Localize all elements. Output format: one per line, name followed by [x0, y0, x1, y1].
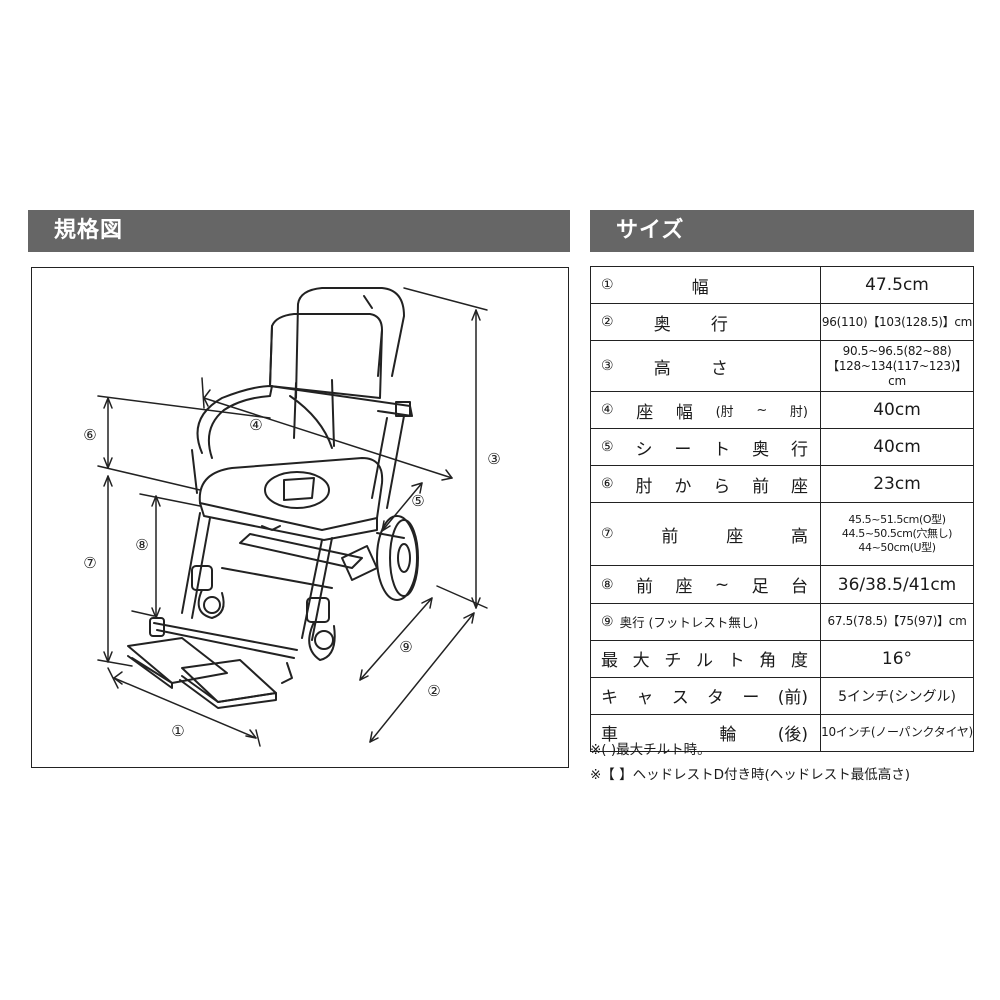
marker-3: ③	[487, 450, 500, 468]
spec-label-text: 幅	[691, 277, 709, 298]
spec-row-seat-height: ⑦ 前 座 高 45.5~51.5cm(O型) 44.5~50.5cm(穴無し)…	[590, 502, 974, 567]
marker-4: ④	[249, 416, 262, 434]
spec-label: 最 大 チ ル ト 角 度	[590, 639, 821, 678]
marker-6: ⑥	[83, 426, 96, 444]
marker-9: ⑨	[399, 638, 412, 656]
spec-label: ⑥ 肘 か ら 前 座	[590, 465, 821, 504]
spec-row-width: ① 幅 47.5cm	[590, 265, 974, 305]
spec-row-caster: キ ャ ス タ ー (前) 5インチ(シングル)	[590, 676, 974, 715]
spec-label: ③ 高 さ	[590, 340, 821, 393]
spec-number: ⑨	[601, 613, 614, 630]
spec-value: 40cm	[820, 391, 974, 430]
backrest	[269, 287, 405, 449]
spec-row-seat-width: ④ 座 幅 (肘 ~ 肘) 40cm	[590, 391, 974, 430]
marker-5: ⑤	[411, 492, 424, 510]
rear-wheel	[376, 515, 419, 601]
spec-number: ⑥	[601, 476, 614, 493]
spec-value: 10インチ(ノーパンクタイヤ)	[820, 713, 974, 752]
spec-number: ⑤	[601, 439, 614, 456]
dimension-markers: ① ② ③ ④ ⑤ ⑥ ⑦ ⑧ ⑨	[83, 416, 500, 740]
spec-label: キ ャ ス タ ー (前)	[590, 676, 821, 715]
footnote-tilt: ※( )最大チルト時。	[590, 742, 711, 758]
diagram-section-title: 規格図	[54, 218, 124, 243]
spec-label: ② 奥 行	[590, 303, 821, 342]
spec-value: 67.5(78.5)【75(97)】cm	[820, 602, 974, 641]
spec-value: 5インチ(シングル)	[820, 676, 974, 715]
spec-label: ⑤ シ ー ト 奥 行	[590, 428, 821, 467]
spec-row-depth-no-footrest: ⑨ 奥行 (フットレスト無し) 67.5(78.5)【75(97)】cm	[590, 602, 974, 641]
spec-label: 車 輪 (後)	[590, 713, 821, 752]
front-frame	[181, 512, 378, 661]
spec-value: 40cm	[820, 428, 974, 467]
spec-label: ④ 座 幅 (肘 ~ 肘)	[590, 391, 821, 430]
spec-row-arm-to-seat: ⑥ 肘 か ら 前 座 23cm	[590, 465, 974, 504]
spec-number: ②	[601, 314, 614, 331]
footnote-headrest: ※【 】ヘッドレストD付き時(ヘッドレスト最低高さ)	[590, 767, 911, 783]
spec-number: ①	[601, 277, 614, 294]
seat	[198, 457, 384, 541]
spec-label: ⑧ 前 座 ~ 足 台	[590, 565, 821, 604]
size-section-title: サイズ	[616, 218, 685, 243]
armrests	[191, 385, 413, 509]
specification-diagram: ① ② ③ ④ ⑤ ⑥ ⑦ ⑧ ⑨	[31, 267, 569, 768]
spec-row-height: ③ 高 さ 90.5~96.5(82~88) 【128~134(117~123)…	[590, 340, 974, 393]
spec-row-max-tilt: 最 大 チ ル ト 角 度 16°	[590, 639, 974, 678]
spec-value: 47.5cm	[820, 265, 974, 305]
dimension-lines	[97, 287, 488, 747]
spec-row-depth: ② 奥 行 96(110)【103(128.5)】cm	[590, 303, 974, 342]
spec-row-seat-depth: ⑤ シ ー ト 奥 行 40cm	[590, 428, 974, 467]
spec-label: ⑦ 前 座 高	[590, 502, 821, 567]
spec-value: 90.5~96.5(82~88) 【128~134(117~123)】cm	[820, 340, 974, 393]
diagram-section-header: 規格図	[28, 210, 570, 252]
marker-7: ⑦	[83, 554, 96, 572]
spec-value: 16°	[820, 639, 974, 678]
spec-number: ⑧	[601, 576, 614, 593]
spec-value: 96(110)【103(128.5)】cm	[820, 303, 974, 342]
spec-value: 36/38.5/41cm	[820, 565, 974, 604]
spec-label: ① 幅	[590, 265, 821, 305]
spec-label: ⑨ 奥行 (フットレスト無し)	[590, 602, 821, 641]
footrest	[127, 617, 298, 709]
spec-number: ④	[601, 402, 614, 419]
size-table: ① 幅 47.5cm ② 奥 行 96(110)【103(128.5)】cm	[590, 265, 974, 752]
spec-value: 23cm	[820, 465, 974, 504]
marker-8: ⑧	[135, 536, 148, 554]
marker-2: ②	[427, 682, 440, 700]
spec-number: ③	[601, 358, 614, 375]
size-section-header: サイズ	[590, 210, 974, 252]
spec-row-seat-to-footrest: ⑧ 前 座 ~ 足 台 36/38.5/41cm	[590, 565, 974, 604]
spec-row-rear-wheel: 車 輪 (後) 10インチ(ノーパンクタイヤ)	[590, 713, 974, 752]
marker-1: ①	[171, 722, 184, 740]
spec-number: ⑦	[601, 526, 614, 543]
spec-value: 45.5~51.5cm(O型) 44.5~50.5cm(穴無し) 44~50cm…	[820, 502, 974, 567]
shower-wheelchair-drawing: ① ② ③ ④ ⑤ ⑥ ⑦ ⑧ ⑨	[83, 287, 501, 747]
footnotes: ※( )最大チルト時。 ※【 】ヘッドレストD付き時(ヘッドレスト最低高さ)	[590, 738, 990, 788]
